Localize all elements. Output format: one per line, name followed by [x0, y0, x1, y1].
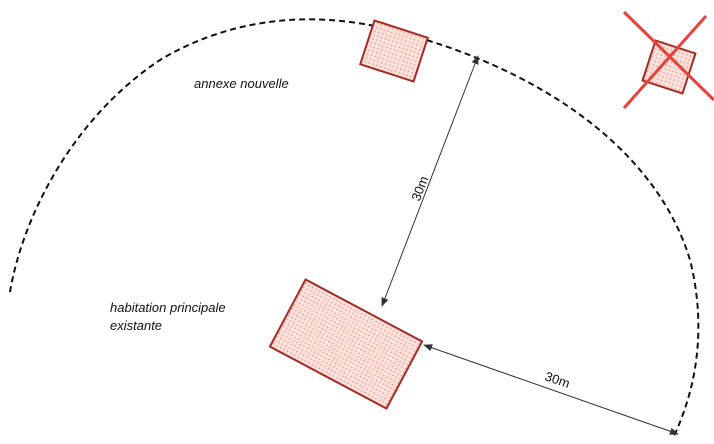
removed-building	[622, 10, 714, 109]
annex-label: annexe nouvelle	[194, 76, 289, 91]
dimension-label-vertical: 30m	[408, 174, 431, 203]
removed-building-shape	[641, 39, 697, 95]
main-house-label-line-2: existante	[110, 318, 162, 333]
annex-building-shape	[359, 19, 429, 83]
dimension-arrow-diagonal	[423, 344, 679, 435]
dimension-label-diagonal: 30m	[543, 369, 572, 391]
cross-out-line-2	[622, 15, 708, 109]
main-house-label-line-1: habitation principale	[110, 300, 226, 315]
main-house-shape	[268, 278, 424, 410]
dimension-arrow-vertical	[381, 55, 479, 307]
